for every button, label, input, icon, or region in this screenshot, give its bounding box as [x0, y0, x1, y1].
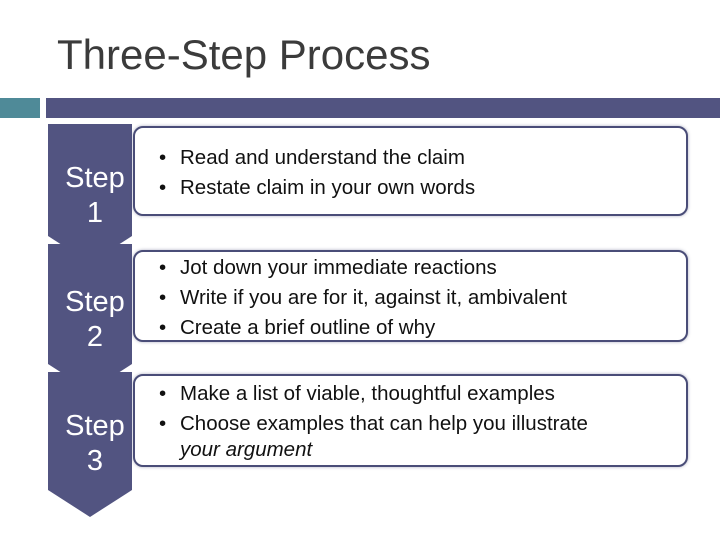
step-3-bullet-text: Choose examples that can help you illust…: [180, 412, 588, 435]
step-2-bullet: Jot down your immediate reactions: [157, 253, 676, 283]
step-1-bullet-list: Read and understand the claim Restate cl…: [157, 143, 676, 203]
step-1-chevron: [48, 124, 132, 263]
step-1-word: Step: [65, 162, 125, 194]
step-2-bullet-list: Jot down your immediate reactions Write …: [157, 253, 676, 343]
step-1-bullet: Restate claim in your own words: [157, 173, 676, 203]
step-1-bullet: Read and understand the claim: [157, 143, 676, 173]
step-3-bullet: Choose examples that can help you illust…: [157, 409, 676, 461]
step-1-label: Step 1: [37, 161, 153, 231]
step-1-content-box: Read and understand the claim Restate cl…: [133, 126, 688, 216]
step-3-bullet: Make a list of viable, thoughtful exampl…: [157, 379, 676, 409]
step-3-number: 3: [86, 444, 104, 477]
step-2-word: Step: [65, 286, 125, 318]
step-3-bullet-continuation: your argument: [180, 438, 313, 461]
step-3-chevron: [48, 372, 132, 517]
step-3-content-box: Make a list of viable, thoughtful exampl…: [133, 374, 688, 467]
step-2-content-box: Jot down your immediate reactions Write …: [133, 250, 688, 343]
step-3-label: Step 3: [37, 409, 153, 479]
step-2-label: Step 2: [37, 285, 153, 355]
step-2-bullet: Write if you are for it, against it, amb…: [157, 283, 676, 313]
step-2-number: 2: [86, 320, 104, 353]
title-rule-accent: [0, 98, 40, 118]
slide-title: Three-Step Process: [57, 31, 431, 78]
step-2-chevron: [48, 244, 132, 391]
step-3-bullet-list: Make a list of viable, thoughtful exampl…: [157, 379, 676, 461]
step-2-bullet: Create a brief outline of why: [157, 313, 676, 343]
title-rule: [46, 98, 720, 118]
step-1-number: 1: [86, 196, 104, 229]
step-3-word: Step: [65, 410, 125, 442]
